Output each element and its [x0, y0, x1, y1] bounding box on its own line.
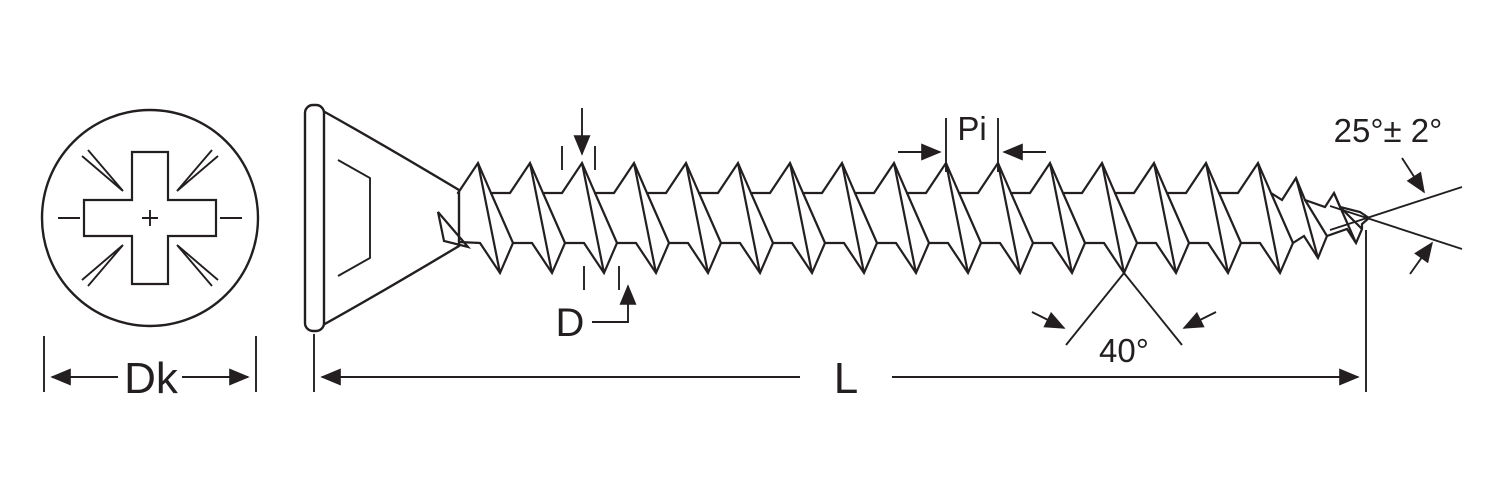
label-thread-angle: 40°	[1099, 332, 1149, 369]
point-angle-arrow-bottom	[1409, 241, 1433, 275]
point-angle-lines	[1329, 186, 1463, 250]
d-crest-ticks-top	[561, 146, 596, 170]
head-front-view	[40, 108, 260, 328]
dim-length: L	[313, 230, 1367, 403]
screw-side-view	[303, 103, 1370, 333]
cross-recess-outline	[82, 150, 218, 286]
head-recess-hint	[337, 159, 371, 277]
l-extension-lines	[313, 230, 1367, 392]
head-flat-face	[303, 103, 326, 333]
dim-point-angle: 25°± 2°	[1329, 112, 1463, 275]
label-thread-diameter: D	[556, 301, 585, 345]
thread-angle-arrow-right	[1182, 311, 1217, 329]
label-head-diameter: Dk	[124, 354, 179, 403]
dim-thread-diameter: D	[556, 108, 637, 345]
screw-threads	[436, 160, 1370, 276]
label-point-angle: 25°± 2°	[1334, 112, 1443, 149]
d-crest-ticks-bottom	[583, 266, 620, 290]
dk-extension-lines	[43, 336, 257, 392]
thread-angle-v-lines	[1065, 272, 1183, 346]
thread-angle-arrow-left	[1031, 311, 1066, 329]
dim-thread-angle: 40°	[1031, 272, 1217, 369]
screw-head	[303, 103, 461, 333]
label-length: L	[834, 354, 858, 403]
pozidriv-tick-bottom-left	[81, 244, 124, 287]
dim-head-diameter: Dk	[43, 336, 257, 403]
dim-pitch: Pi	[898, 110, 1046, 172]
d-arrow-up-elbow	[592, 284, 637, 323]
pozidriv-recess	[58, 149, 242, 287]
center-cross	[142, 210, 158, 226]
thread-runout-triangle	[436, 211, 472, 249]
thread-bottom-envelope	[458, 217, 1370, 276]
pozidriv-tick-top-right	[176, 149, 219, 192]
point-angle-arrow-top	[1401, 157, 1425, 194]
head-bevel-cone	[322, 109, 461, 327]
label-pitch: Pi	[957, 110, 986, 147]
thread-top-envelope	[456, 160, 1370, 219]
pozidriv-tick-top-left	[81, 149, 124, 192]
thread-flank-lines	[476, 162, 1363, 274]
pozidriv-tick-bottom-right	[176, 244, 219, 287]
